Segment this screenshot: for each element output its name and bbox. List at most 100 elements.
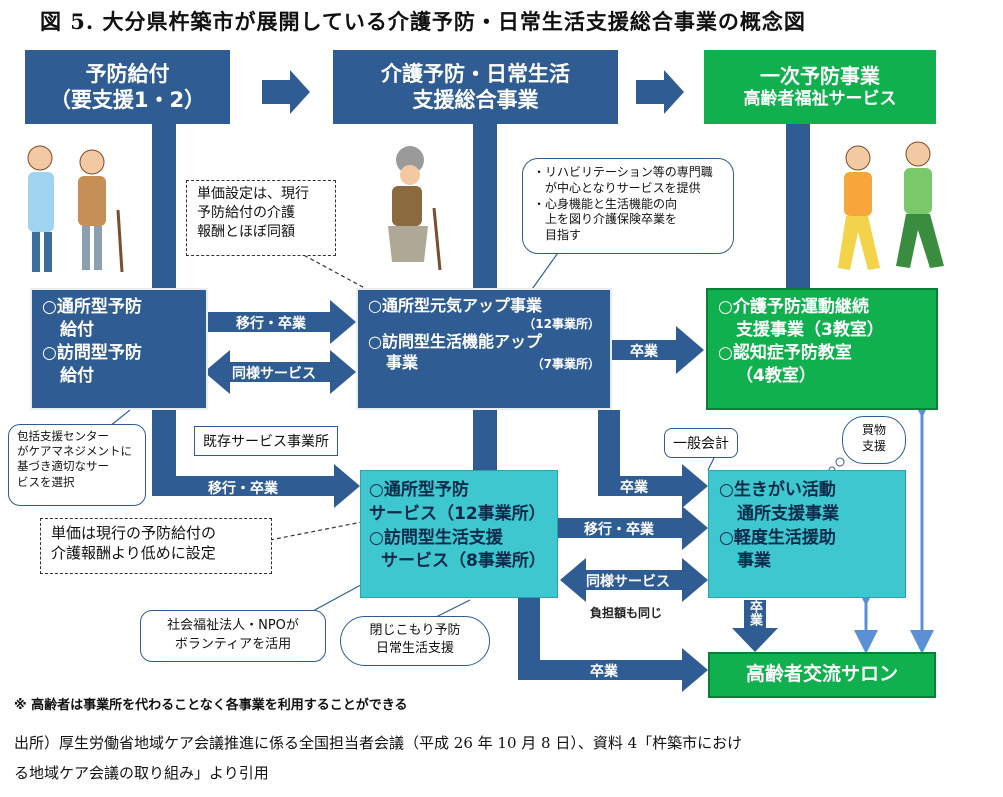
yobo-service-l4: サービス（8事業所） [381, 551, 546, 572]
pointer-rehab [529, 249, 561, 293]
label-kison-service: 既存サービス事業所 [194, 426, 338, 456]
rehab-l2: が中心となりサービスを提供 [545, 180, 701, 195]
footnote: ※ 高齢者は事業所を代わることなく各事業を利用することができる [14, 698, 408, 713]
callout-tanka: 単価設定は、現行 予防給付の介護 報酬とほぼ同額 [186, 180, 336, 256]
trunk-middle-lower [473, 410, 497, 470]
ikigai-l1: ○生きがい活動 [719, 480, 836, 500]
trunk-mid2 [598, 410, 620, 480]
label-ippan-kaikei: 一般会計 [664, 428, 738, 458]
ikigai-l3: ○軽度生活援助 [719, 527, 836, 548]
callout-rehab: ・リハビリテーション等の専門職 が中心となりサービスを提供 ・心身機能と生活機能… [522, 158, 734, 254]
shakai-l2: ボランティアを活用 [174, 636, 292, 652]
ikigai-l2: 通所支援事業 [737, 503, 839, 524]
source-line-1: 出所）厚生労働省地域ケア会議推進に係る全国担当者会議（平成 26 年 10 月 … [14, 734, 743, 752]
yobo-service-l3: ○訪問型生活支援 [369, 527, 503, 548]
yobo-kyufu-l2: 給付 [60, 319, 94, 340]
trunk-middle [473, 120, 497, 292]
yobo-service-l1: ○通所型予防 [369, 480, 469, 500]
callout-tanka-low: 単価は現行の予防給付の 介護報酬より低めに設定 [40, 518, 272, 574]
arrow-ikou-3 [558, 506, 708, 550]
rehab-l4: 上を図り介護保険卒業を [545, 212, 678, 227]
tojikomori-l1: 閉じこもり予防 [369, 623, 461, 638]
yobo-kyufu-l3: ○訪問型予防 [42, 342, 142, 363]
illustration-elderly-woman [388, 146, 442, 271]
houkatsu-l3: 基づき適切なサー [17, 459, 109, 474]
label-ikou-3: 移行・卒業 [584, 522, 654, 538]
arrow-ikou-1 [208, 300, 356, 344]
box-yobo-service: ○通所型予防 サービス（12事業所） ○訪問型生活支援 サービス（8事業所） [360, 470, 558, 598]
tanka-low-l1: 単価は現行の予防給付の [51, 524, 217, 542]
header-arrow-2 [636, 70, 684, 114]
tanka-l3: 報酬とほぼ同額 [197, 223, 295, 240]
kaigo-yobo-l4: （4教室） [736, 365, 816, 386]
box-genki-up: ○通所型元気アップ事業 （12事業所） ○訪問型生活機能アップ 事業 （7事業所… [356, 288, 612, 410]
houkatsu-l4: ビスを選択 [17, 474, 75, 489]
label-douyou-1: 同様サービス [232, 366, 316, 382]
header-arrow-1 [262, 70, 310, 114]
header-sougou-jigyo: 介護予防・日常生活 支援総合事業 [333, 50, 618, 124]
genki-l1: ○通所型元気アップ事業 [368, 296, 542, 315]
bubble-dot-2 [835, 457, 845, 467]
box-kaigo-yobo-undo: ○介護予防運動継続 支援事業（3教室） ○認知症予防教室 （4教室） [706, 288, 938, 410]
source-line-2: る地域ケア会議の取り組み」より引用 [14, 764, 269, 782]
kaigo-yobo-l2: 支援事業（3教室） [736, 319, 884, 340]
ikigai-l4: 事業 [737, 551, 771, 572]
header-right-line2: 高齢者福祉サービス [743, 88, 897, 109]
shakai-l1: 社会福祉法人・NPOが [167, 618, 299, 633]
callout-houkatsu: 包括支援センター がケアマネジメントに 基づき適切なサー ビスを選択 [8, 424, 146, 506]
header-middle-line1: 介護予防・日常生活 [381, 61, 570, 86]
rehab-l3: ・心身機能と生活機能の向 [533, 196, 678, 211]
tanka-l1: 単価設定は、現行 [197, 186, 309, 202]
arrow-sotsugyo-1 [612, 326, 704, 374]
genki-l2: （12事業所） [523, 316, 600, 331]
genki-l3: ○訪問型生活機能アップ [368, 332, 542, 352]
yobo-kyufu-l4: 給付 [60, 365, 94, 386]
arrow-sotsugyo-2 [598, 464, 708, 508]
box-salon: 高齢者交流サロン [708, 652, 936, 698]
header-ichiji-yobo: 一次予防事業 高齢者福祉サービス [704, 50, 936, 124]
label-sotsugyo-3: 卒業 [747, 600, 762, 626]
box-ikigai: ○生きがい活動 通所支援事業 ○軽度生活援助 事業 [708, 470, 906, 598]
trunk-left [152, 120, 176, 290]
arrow-sotsugyo-4 [518, 648, 708, 692]
houkatsu-l1: 包括支援センター [17, 429, 109, 443]
label-ikou-2: 移行・卒業 [208, 481, 278, 497]
arrow-douyou-2 [560, 558, 708, 602]
yobo-kyufu-l1: ○通所型予防 [42, 297, 142, 317]
arrow-douyou-1 [204, 350, 356, 394]
kaimono-l1: 買物 [861, 423, 886, 437]
illustration-walking-couple [838, 141, 944, 270]
trunk-right [786, 120, 810, 290]
genki-l5: （7事業所） [531, 357, 600, 372]
header-left-line1: 予防給付 [85, 61, 170, 86]
salon-label: 高齢者交流サロン [745, 663, 898, 686]
illustration-caregiver [27, 145, 124, 273]
kaigo-yobo-l3: ○認知症予防教室 [718, 342, 852, 363]
label-futan: 負担額も同じ [590, 606, 663, 620]
arrow-ikou-2 [152, 464, 360, 508]
tojikomori-l2: 日常生活支援 [375, 641, 454, 657]
header-left-line2: （要支援1・2） [49, 88, 206, 112]
callout-kaimono: 買物 支援 [842, 416, 906, 464]
kaigo-yobo-l1: ○介護予防運動継続 [718, 297, 869, 317]
pointer-tanka [297, 251, 373, 293]
tanka-l2: 予防給付の介護 [197, 204, 295, 221]
label-douyou-2: 同様サービス [586, 574, 670, 590]
callout-shakai: 社会福祉法人・NPOが ボランティアを活用 [140, 610, 326, 662]
arrow-sotsugyo-3 [732, 600, 778, 652]
header-yobo-kyufu: 予防給付 （要支援1・2） [25, 50, 230, 124]
pointer-houkatsu [109, 409, 131, 427]
label-ikou-1: 移行・卒業 [236, 316, 306, 332]
header-middle-line2: 支援総合事業 [412, 88, 539, 112]
label-sotsugyo-1: 卒業 [630, 344, 658, 360]
yobo-service-l2: サービス（12事業所） [369, 503, 546, 524]
label-sotsugyo-4: 卒業 [590, 664, 618, 680]
callout-tojikomori: 閉じこもり予防 日常生活支援 [340, 616, 490, 666]
pointer-tanka-low [269, 521, 363, 541]
rehab-l1: ・リハビリテーション等の専門職 [533, 165, 713, 179]
trunk-yobo-service-down [518, 598, 540, 668]
label-sotsugyo-2: 卒業 [620, 480, 648, 496]
houkatsu-l2: がケアマネジメントに [17, 444, 132, 459]
genki-l4: 事業 [386, 353, 419, 373]
